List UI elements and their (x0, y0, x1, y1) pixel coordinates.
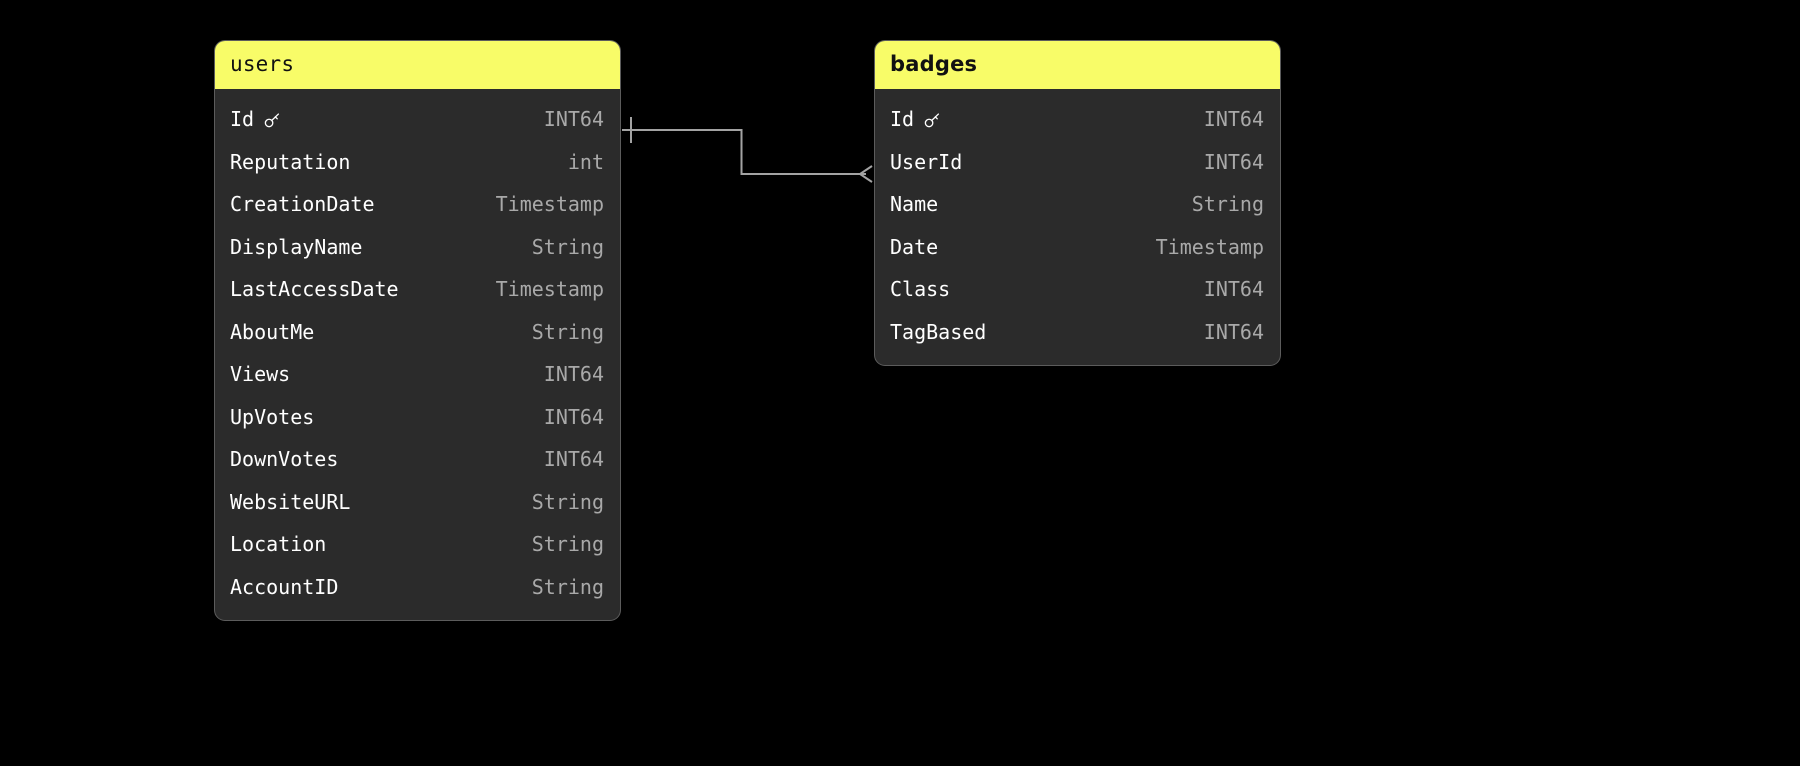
field-name-text: Class (890, 277, 951, 302)
key-icon (923, 111, 942, 130)
entity-card-users[interactable]: users Id INT64 Reputation int CreationDa… (215, 41, 620, 620)
field-name-text: CreationDate (230, 192, 375, 217)
field-name-text: DownVotes (230, 447, 339, 472)
field-name-text: LastAccessDate (230, 277, 399, 302)
field-type-cell: INT64 (543, 404, 604, 429)
field-name-cell: Id (890, 107, 942, 131)
field-type-cell: Timestamp (495, 277, 604, 302)
field-type-cell: INT64 (1203, 107, 1264, 132)
field-name-text: UpVotes (230, 404, 315, 429)
field-name-cell: DisplayName (230, 235, 362, 259)
field-row[interactable]: DisplayName String (215, 226, 620, 269)
field-name-cell: UserId (890, 150, 962, 174)
field-type-cell: String (531, 319, 604, 344)
field-name-cell: Location (230, 532, 326, 556)
field-type-cell: String (531, 574, 604, 599)
field-name-text: Name (890, 192, 939, 217)
cardinality-many-marker (858, 165, 873, 183)
field-name-cell: LastAccessDate (230, 277, 399, 301)
field-row[interactable]: LastAccessDate Timestamp (215, 268, 620, 311)
field-type-cell: int (567, 149, 604, 174)
field-row[interactable]: Id INT64 (875, 98, 1280, 141)
field-name-cell: Id (230, 107, 282, 131)
field-name-cell: CreationDate (230, 192, 375, 216)
field-name-text: AboutMe (230, 319, 315, 344)
field-name-text: Id (230, 107, 255, 132)
relationship-users-to-badges[interactable] (622, 117, 873, 183)
field-type-cell: Timestamp (1155, 234, 1264, 259)
field-type-cell: INT64 (543, 447, 604, 472)
field-row[interactable]: UserId INT64 (875, 141, 1280, 184)
entity-card-badges[interactable]: badges Id INT64 UserId INT64 Name Stri (875, 41, 1280, 365)
field-row[interactable]: Name String (875, 183, 1280, 226)
field-row[interactable]: AboutMe String (215, 311, 620, 354)
field-row[interactable]: TagBased INT64 (875, 311, 1280, 354)
field-type-cell: INT64 (1203, 149, 1264, 174)
field-type-cell: String (531, 234, 604, 259)
field-name-cell: DownVotes (230, 447, 338, 471)
field-name-cell: WebsiteURL (230, 490, 350, 514)
field-name-text: UserId (890, 149, 963, 174)
field-row[interactable]: Reputation int (215, 141, 620, 184)
field-type-cell: Timestamp (495, 192, 604, 217)
field-row[interactable]: DownVotes INT64 (215, 438, 620, 481)
entity-fields-badges: Id INT64 UserId INT64 Name String Da (875, 89, 1280, 365)
field-type-cell: INT64 (1203, 319, 1264, 344)
field-row[interactable]: Id INT64 (215, 98, 620, 141)
field-row[interactable]: CreationDate Timestamp (215, 183, 620, 226)
field-row[interactable]: AccountID String (215, 566, 620, 609)
field-name-text: WebsiteURL (230, 489, 351, 514)
field-name-text: Reputation (230, 149, 351, 174)
field-name-text: AccountID (230, 574, 339, 599)
field-type-cell: INT64 (543, 362, 604, 387)
field-row[interactable]: Date Timestamp (875, 226, 1280, 269)
field-name-cell: AboutMe (230, 320, 314, 344)
field-name-cell: Class (890, 277, 950, 301)
field-type-cell: String (531, 489, 604, 514)
key-icon (263, 111, 282, 130)
field-row[interactable]: Location String (215, 523, 620, 566)
field-name-cell: Date (890, 235, 938, 259)
field-name-cell: AccountID (230, 575, 338, 599)
field-type-cell: INT64 (1203, 277, 1264, 302)
entity-title-users: users (215, 41, 620, 89)
field-name-text: Id (890, 107, 915, 132)
field-type-cell: String (1191, 192, 1264, 217)
entity-fields-users: Id INT64 Reputation int CreationDate Tim… (215, 89, 620, 620)
entity-title-badges: badges (875, 41, 1280, 89)
field-name-cell: TagBased (890, 320, 986, 344)
field-name-text: Views (230, 362, 291, 387)
field-name-text: Location (230, 532, 327, 557)
field-row[interactable]: Views INT64 (215, 353, 620, 396)
relationship-line (622, 129, 866, 175)
field-type-cell: INT64 (543, 107, 604, 132)
field-name-text: Date (890, 234, 939, 259)
field-name-cell: UpVotes (230, 405, 314, 429)
field-name-text: TagBased (890, 319, 987, 344)
field-name-cell: Name (890, 192, 938, 216)
field-name-cell: Views (230, 362, 290, 386)
field-row[interactable]: UpVotes INT64 (215, 396, 620, 439)
field-row[interactable]: Class INT64 (875, 268, 1280, 311)
field-type-cell: String (531, 532, 604, 557)
field-name-cell: Reputation (230, 150, 350, 174)
field-name-text: DisplayName (230, 234, 363, 259)
field-row[interactable]: WebsiteURL String (215, 481, 620, 524)
